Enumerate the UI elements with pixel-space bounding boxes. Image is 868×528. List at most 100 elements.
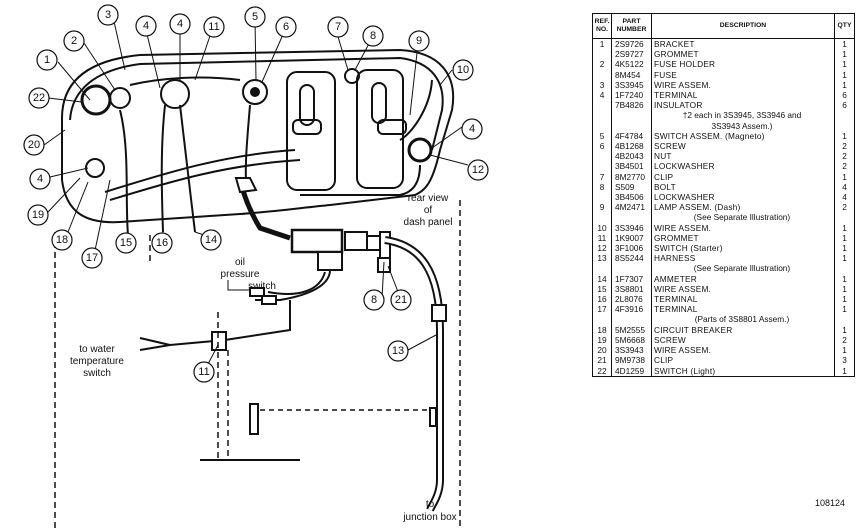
cell-desc: WIRE ASSEM. — [651, 283, 835, 295]
svg-text:9: 9 — [416, 35, 422, 47]
cell-part: 8S5244 — [611, 253, 652, 264]
svg-text:1: 1 — [44, 54, 50, 66]
cell-ref: 20 — [592, 345, 612, 356]
cell-qty: 1 — [834, 365, 855, 377]
cell-qty: 1 — [834, 253, 855, 264]
cell-ref: 13 — [592, 253, 612, 264]
cell-desc: WIRE ASSEM. — [651, 79, 835, 91]
cell-qty: 1 — [834, 171, 855, 182]
cell-desc: LOCKWASHER — [651, 161, 835, 172]
cell-desc: (See Separate Illustration) — [651, 263, 835, 274]
svg-text:8: 8 — [370, 30, 376, 42]
cell-part: 3B4501 — [611, 161, 652, 172]
cell-desc: †2 each in 3S3945, 3S3946 and — [651, 110, 835, 121]
cell-ref: 2 — [592, 59, 612, 70]
rear-view-label-1: rear view — [408, 193, 449, 204]
callout-11a — [203, 16, 225, 38]
header-qty: QTY — [834, 13, 855, 39]
cell-part: 8M2770 — [611, 171, 652, 182]
table-row: (See Separate Illustration) — [592, 212, 855, 223]
cell-desc: HARNESS — [651, 253, 835, 264]
cell-part: 4M2471 — [611, 202, 652, 213]
svg-text:17: 17 — [86, 252, 98, 264]
svg-text:19: 19 — [32, 209, 44, 221]
cell-qty — [834, 120, 855, 131]
svg-text:14: 14 — [205, 234, 217, 246]
callout-2 — [63, 30, 85, 52]
oil-label-1: oil — [235, 257, 245, 268]
water-label-1: to water — [79, 344, 115, 355]
cell-qty: 2 — [834, 141, 855, 152]
callouts — [23, 4, 489, 383]
cell-part: 2L8076 — [611, 294, 652, 305]
cell-ref — [592, 120, 612, 131]
callout-15 — [115, 232, 137, 254]
svg-text:8: 8 — [371, 294, 377, 306]
cell-qty: 1 — [834, 69, 855, 80]
svg-text:11: 11 — [208, 21, 219, 33]
cell-ref — [592, 151, 612, 162]
header-desc: DESCRIPTION — [651, 13, 835, 39]
cell-ref: 7 — [592, 171, 612, 182]
cell-desc: SWITCH (Starter) — [651, 243, 835, 254]
cell-desc: SCREW — [651, 141, 835, 152]
callout-16 — [151, 232, 173, 254]
svg-text:2: 2 — [71, 35, 77, 47]
dash-panel-outline — [61, 48, 455, 224]
callout-5 — [244, 6, 266, 28]
cell-ref: 6 — [592, 141, 612, 152]
oil-label-2: pressure — [221, 269, 260, 280]
svg-text:4: 4 — [469, 123, 475, 135]
cell-part — [611, 263, 652, 274]
cell-part — [611, 314, 652, 325]
cell-ref — [592, 314, 612, 325]
cell-qty: 1 — [834, 79, 855, 91]
cell-ref: 12 — [592, 243, 612, 254]
cell-desc: BOLT — [651, 181, 835, 193]
cell-ref — [592, 69, 612, 80]
cell-qty: 2 — [834, 202, 855, 213]
svg-text:12: 12 — [472, 164, 484, 176]
cell-qty — [834, 314, 855, 325]
cell-ref — [592, 263, 612, 274]
cell-part: 4D1259 — [611, 365, 652, 377]
cell-desc: 3S3943 Assem.) — [651, 120, 835, 131]
cell-qty: 4 — [834, 181, 855, 193]
rear-view-label-2: of — [424, 205, 433, 216]
cell-desc: CLIP — [651, 355, 835, 366]
cell-ref: 19 — [592, 334, 612, 346]
circuit-breaker — [85, 158, 105, 178]
svg-text:4: 4 — [37, 173, 43, 185]
cell-part — [611, 120, 652, 131]
junction-label-1: to — [426, 499, 435, 510]
cell-part: 2S9726 — [611, 38, 652, 50]
cell-ref: 15 — [592, 283, 612, 295]
starter-switch — [407, 137, 433, 163]
cell-desc: INSULATOR — [651, 100, 835, 111]
cell-desc: FUSE HOLDER — [651, 59, 835, 70]
panel-opening-right — [356, 69, 404, 189]
cell-ref: 16 — [592, 294, 612, 305]
cell-desc: LOCKWASHER — [651, 192, 835, 203]
cell-ref — [592, 100, 612, 111]
callout-3 — [97, 4, 119, 26]
magneto-switch — [242, 79, 268, 105]
table-row: (Parts of 3S8801 Assem.) — [592, 314, 855, 325]
cell-qty: 1 — [834, 304, 855, 315]
